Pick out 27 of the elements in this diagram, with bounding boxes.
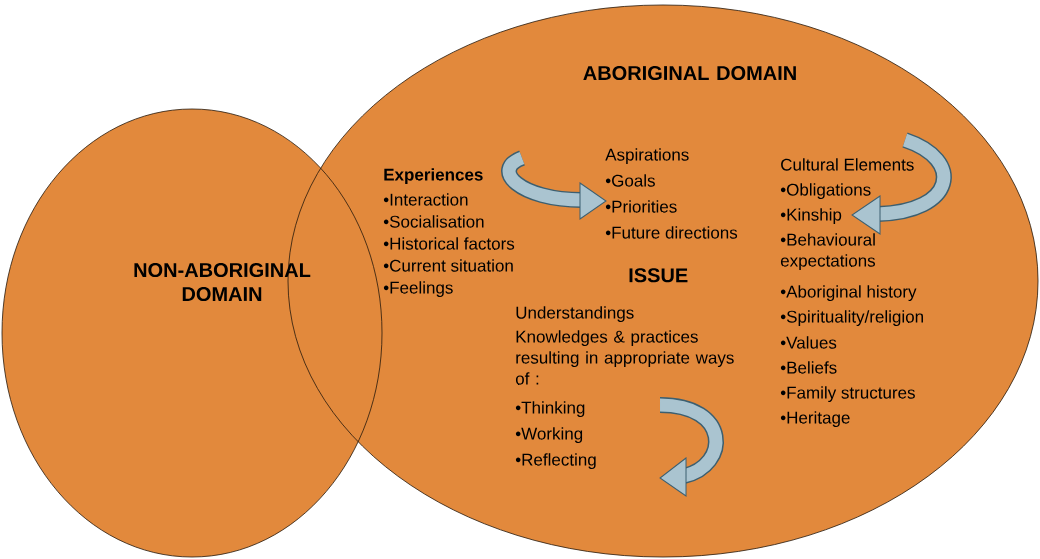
list-item: Cultural Elements [781, 158, 914, 171]
heading-text: Experiences [384, 168, 483, 185]
list-item: •Family structures [780, 386, 915, 403]
list-item: •Priorities [605, 200, 677, 213]
node-label: ABORIGINAL DOMAIN [583, 65, 796, 81]
list-item: •Feelings [383, 281, 453, 298]
list-item: •Values [780, 336, 837, 349]
list-item: •Kinship [780, 208, 842, 225]
list-item: •Current situation [383, 259, 513, 272]
list-item: •Thinking [515, 401, 585, 418]
list-item: •Heritage [780, 411, 850, 428]
list-item: •Behavioural expectations [780, 233, 876, 271]
list-item: •Historical factors [383, 237, 515, 250]
list-item: •Reflecting [515, 453, 596, 470]
list-item: •Aboriginal history [780, 285, 917, 302]
list-item: •Spirituality/religion [780, 310, 923, 327]
list-item: •Future directions [605, 226, 738, 239]
heading-text: ISSUE [629, 268, 688, 283]
list-item: •Goals [605, 174, 655, 187]
list-item: Knowledges & practices resulting in appropriate ways of : [515, 330, 734, 385]
list-item: •Socialisation [383, 215, 484, 228]
list-item: •Interaction [383, 193, 468, 206]
list-item: Understandings [516, 306, 634, 323]
list-item: Aspirations [605, 148, 689, 165]
list-item: •Working [515, 427, 583, 444]
list-item: •Beliefs [780, 361, 837, 374]
list-item: •Obligations [780, 183, 871, 200]
